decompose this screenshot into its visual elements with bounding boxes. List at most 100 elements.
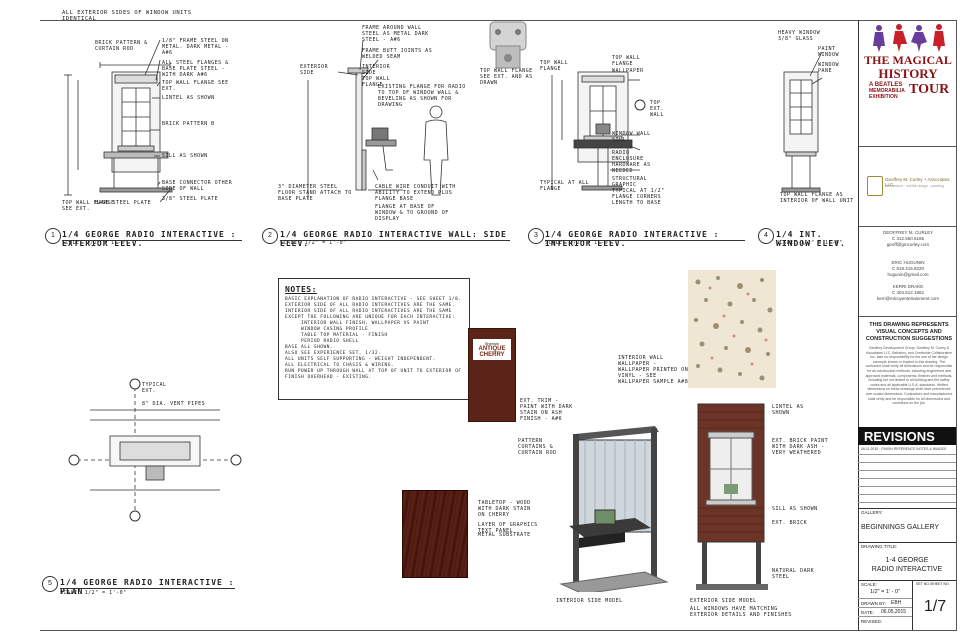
drawing-title-2: RADIO INTERACTIVE [871, 566, 943, 573]
drawn-by-value: EBH [891, 600, 902, 606]
side-elev-label-2: Frame butt joints as welded seam [362, 48, 433, 60]
int-elev-label-4: Window wall sill [612, 131, 651, 143]
contact-3-phone: C 404.512.1962 [891, 290, 925, 295]
firm-name: Geoffrey M. Curley + Associates LLC [885, 177, 950, 187]
tb-divider-1 [859, 146, 957, 147]
tb-divider-scale [858, 580, 956, 581]
model-int-caption: Interior side model [556, 598, 623, 604]
antique-cherry-swatch: Sherwin Antique Cherry [468, 328, 516, 422]
sheet-border-right [956, 20, 957, 631]
model-ext-label-1: Lintel as shown [772, 404, 804, 416]
side-elev-scale: Scale: 1/2" = 1'-0" [280, 240, 347, 246]
notes-heading: Notes: [285, 285, 317, 294]
model-int-label-2: Tabletop - wood with dark stain on cherr… [478, 500, 531, 518]
side-elev-label-5: Top wall flange [362, 76, 391, 88]
contact-1-phone: C 312.560.6165 [891, 236, 925, 241]
sheet-border-top [40, 20, 956, 21]
beatles-silhouettes-logo [873, 24, 945, 52]
int-elev-title-underline [545, 240, 745, 241]
antique-cherry-label: Sherwin Antique Cherry [473, 339, 511, 360]
revisions-header: REVISIONS [858, 427, 956, 445]
model-int-label-3: Layer of graphics text panel [478, 522, 538, 534]
ext-elev-title: 1/4 George Radio Interactive : Exterior … [62, 230, 237, 248]
note-line-1: Basic explanation of radio interactive -… [285, 297, 462, 302]
ext-elev-top-note: All exterior sides of window units ident… [62, 10, 192, 22]
drawn-by-label: DRAWN BY: [861, 601, 887, 606]
int-elev-label-5: Typical at all flange [540, 180, 590, 192]
tb-row-revised [858, 616, 912, 617]
model-ext-label-3: Sill as shown [772, 506, 818, 512]
plan-scale: Scale: 1/2" = 1'-0" [60, 590, 127, 596]
gallery-value: BEGINNINGS GALLERY [861, 524, 940, 531]
ext-elev-scale: Scale: 1/2" = 1'-0" [62, 240, 129, 246]
date-label: DATE: [861, 610, 874, 615]
int-window-label-2: Paint window [818, 46, 840, 58]
contact-3-email[interactable]: kerri@mlcoyentertainment.com [876, 296, 940, 301]
model-ext-label-2: Ext. brick paint with dark ash - very we… [772, 438, 829, 456]
contact-3-name: KERRI DRAKE [892, 284, 924, 289]
revision-entry: 06.11.2015 · FINISH REFERENCE NOTES & IM… [861, 447, 947, 451]
side-elev-title: 1/4 George Radio Interactive Wall: Side … [280, 230, 507, 248]
trim-note: Ext. trim - paint with dark stain on Ash… [520, 398, 573, 422]
contact-1-name: GEOFFREY M. CURLEY [882, 230, 934, 235]
ext-elev-label-2: 1/8" frame steel on metal. Dark metal - … [162, 38, 229, 56]
contact-1-email[interactable]: geoff@gmcurley.com [886, 242, 930, 247]
int-elev-label-1: Top wall flange [540, 60, 569, 72]
plan-label-1: Typical ext. [142, 382, 167, 394]
interior-model-render [559, 426, 669, 592]
sheet-number: 1/7 [923, 598, 947, 615]
contacts-list: GEOFFREY M. CURLEY C 312.560.6165 geoff@… [859, 230, 957, 302]
int-window-drawing [781, 51, 823, 193]
ext-elev-label-9: Base connector other side of wall [162, 180, 233, 192]
int-elev-label-2: Top wall flange [612, 55, 641, 67]
side-elev-label-8: Cable wire conduit with ability to exten… [375, 184, 456, 202]
scale-label: SCALE: [861, 582, 878, 587]
side-elev-label-1: Frame around wall steel as metal dark st… [362, 25, 429, 43]
int-window-scale: Scale: 1/2" = 1'-0" [776, 240, 843, 246]
logo-sub-1: A Beatles [869, 82, 903, 88]
rev-row-3 [858, 470, 956, 471]
firm-logo-mark [867, 176, 883, 196]
logo-sub-2: Memorabilia [869, 88, 905, 94]
side-elev-view-number: 2 [262, 228, 278, 244]
side-elev-label-3: Exterior side [300, 64, 329, 76]
rev-row-5 [858, 486, 956, 487]
antique-cherry-line2: Cherry [479, 352, 505, 358]
int-window-title: 1/4 Int. Window Elev. [776, 230, 846, 248]
antique-cherry-brand: Sherwin [484, 341, 500, 346]
ext-elev-title-underline [62, 240, 242, 241]
note-line-3: Interior side of all radio interactives … [285, 309, 456, 320]
revised-label: REVISED: [861, 619, 883, 624]
note-line-8: Base all shown. [285, 345, 334, 350]
model-ext-label-5: Natural dark steel [772, 568, 815, 580]
contact-2-name: ERIC HUGUNIN [891, 260, 925, 265]
rev-row-2 [858, 462, 956, 463]
note-line-2: Exterior side of all radio interactives … [285, 303, 456, 308]
logo-tour: Tour [909, 82, 950, 97]
model-int-label-1: Pattern curtains & curtain rod [518, 438, 557, 456]
tb-divider-3 [859, 316, 957, 317]
note-line-9: Also see experience set, 1/32. [285, 351, 382, 356]
rev-row-7 [858, 502, 956, 503]
int-elev-drawing [551, 71, 646, 191]
tb-row-date [858, 607, 912, 608]
logo-title-line1: The Magical [864, 53, 952, 67]
model-ext-label-4: Ext. brick [772, 520, 808, 526]
contact-2-email[interactable]: hugunin@gmail.com [887, 272, 929, 277]
disclaimer-body: Geoffrey Development Group, Geoffrey M. … [865, 346, 953, 406]
side-elev-label-4: Interior side [362, 64, 391, 76]
note-line-10: All units self supporting - weight indep… [285, 357, 436, 362]
int-window-label-1: Heavy window 3/8" glass [778, 30, 821, 42]
int-elev-label-8: Structural graphic [612, 176, 648, 188]
ext-elev-label-1: Brick pattern & curtain rod [95, 40, 148, 52]
side-elev-drawing [307, 39, 449, 200]
rev-row-4 [858, 478, 956, 479]
int-elev-callout: Top ext. wall [650, 100, 665, 118]
wallpaper-sample [688, 270, 776, 388]
gallery-label: GALLERY: [861, 510, 883, 515]
int-window-label-3: Window pane [818, 62, 840, 74]
note-line-5: Window casing profile [301, 327, 369, 332]
date-value: 06.05.2015 [881, 609, 907, 615]
side-elev-label-9: 3" diameter steel floor stand attach to … [278, 184, 352, 202]
int-elev-view-number: 3 [528, 228, 544, 244]
